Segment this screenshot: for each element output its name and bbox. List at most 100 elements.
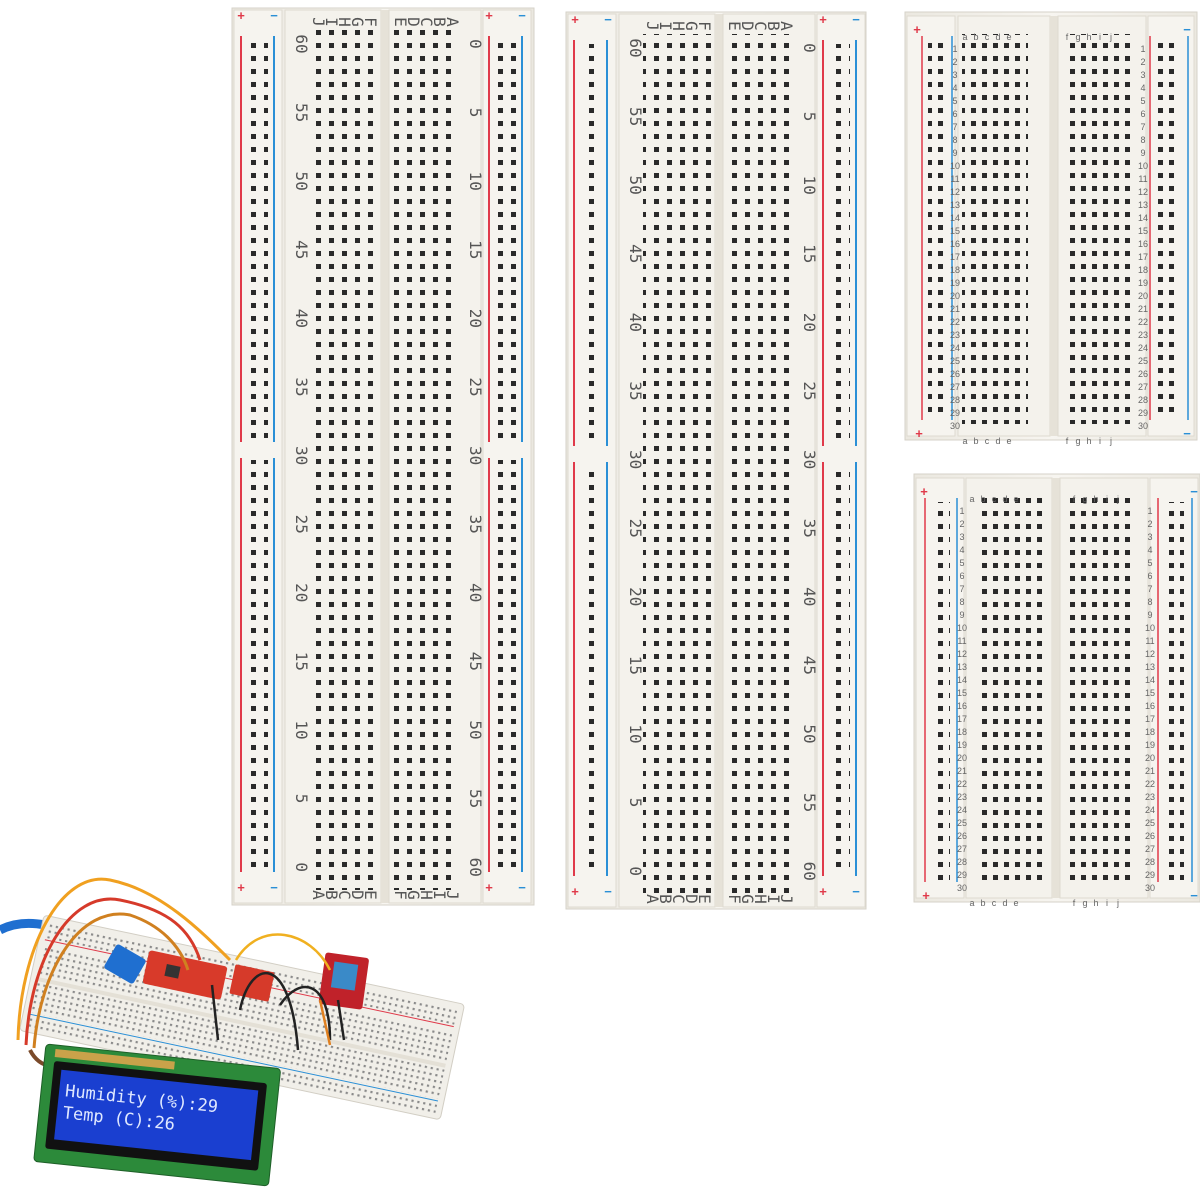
row-number: 16 bbox=[950, 239, 960, 249]
column-letter: g bbox=[1075, 32, 1080, 42]
rail-sign-top: − bbox=[852, 12, 860, 27]
row-number: 12 bbox=[950, 187, 960, 197]
rail-sign: − bbox=[1190, 888, 1198, 903]
row-number: 5 bbox=[959, 558, 964, 568]
row-number: 0 bbox=[466, 39, 485, 49]
column-letter: c bbox=[985, 32, 990, 42]
row-number: 18 bbox=[957, 727, 967, 737]
row-number: 10 bbox=[1145, 623, 1155, 633]
row-number: 4 bbox=[1140, 83, 1145, 93]
right-power-rail bbox=[816, 13, 866, 908]
row-number: 20 bbox=[1145, 753, 1155, 763]
row-number: 6 bbox=[1140, 109, 1145, 119]
row-number: 28 bbox=[1145, 857, 1155, 867]
row-number: 15 bbox=[950, 226, 960, 236]
column-letter: J bbox=[777, 894, 796, 904]
row-number: 6 bbox=[952, 109, 957, 119]
column-letter: F bbox=[725, 894, 744, 904]
row-number: 11 bbox=[1138, 174, 1147, 184]
column-letter: I bbox=[764, 894, 783, 904]
rail-sign: − bbox=[1183, 426, 1191, 441]
row-number: 3 bbox=[952, 70, 957, 80]
row-number: 16 bbox=[957, 701, 967, 711]
rail-sign-bottom: + bbox=[819, 884, 827, 899]
rail-sign-bottom: − bbox=[518, 880, 526, 895]
lcd-screen bbox=[54, 1069, 259, 1161]
column-letter: A bbox=[309, 890, 328, 900]
row-number: 35 bbox=[626, 381, 645, 400]
row-number: 26 bbox=[950, 369, 960, 379]
rail-sign-bottom: − bbox=[270, 880, 278, 895]
row-number: 30 bbox=[800, 450, 819, 469]
column-letter: C bbox=[669, 894, 688, 904]
row-number: 10 bbox=[800, 176, 819, 195]
row-number: 5 bbox=[1147, 558, 1152, 568]
row-number: 16 bbox=[1138, 239, 1148, 249]
row-number: 5 bbox=[292, 794, 311, 804]
row-number: 50 bbox=[466, 720, 485, 739]
terminal-strip-right bbox=[722, 13, 816, 908]
column-letter: h bbox=[1093, 494, 1098, 504]
row-number: 23 bbox=[1138, 330, 1148, 340]
column-letter: c bbox=[985, 436, 990, 446]
lcd-module: Humidity (%):29 Temp (C):26 bbox=[33, 1043, 281, 1187]
row-number: 40 bbox=[626, 313, 645, 332]
row-number: 60 bbox=[626, 38, 645, 57]
row-number: 55 bbox=[292, 103, 311, 122]
column-letter: B bbox=[322, 890, 341, 900]
rail-sign-bottom: + bbox=[485, 880, 493, 895]
column-letter: B bbox=[430, 17, 449, 27]
row-number: 22 bbox=[1138, 317, 1148, 327]
row-number: 0 bbox=[800, 43, 819, 53]
row-number: 9 bbox=[952, 148, 957, 158]
row-number: 25 bbox=[626, 519, 645, 538]
row-number: 0 bbox=[626, 866, 645, 876]
column-letter: D bbox=[348, 890, 367, 900]
row-number: 26 bbox=[1145, 831, 1155, 841]
column-letter: B bbox=[656, 894, 675, 904]
column-letter: a bbox=[962, 436, 967, 446]
center-channel bbox=[381, 10, 389, 903]
row-number: 55 bbox=[466, 789, 485, 808]
row-number: 5 bbox=[952, 96, 957, 106]
row-number: 15 bbox=[626, 656, 645, 675]
rail-sign: + bbox=[920, 484, 928, 499]
column-letter: b bbox=[980, 494, 985, 504]
row-number: 29 bbox=[950, 408, 960, 418]
column-letter: G bbox=[348, 17, 367, 27]
row-number: 11 bbox=[957, 636, 966, 646]
row-number: 5 bbox=[1140, 96, 1145, 106]
column-letter: J bbox=[443, 890, 462, 900]
row-number: 7 bbox=[1140, 122, 1145, 132]
row-number: 28 bbox=[950, 395, 960, 405]
row-number: 7 bbox=[952, 122, 957, 132]
row-number: 16 bbox=[1145, 701, 1155, 711]
row-number: 45 bbox=[800, 656, 819, 675]
column-letter: F bbox=[361, 17, 380, 27]
column-letter: C bbox=[417, 17, 436, 27]
microcontroller-board bbox=[142, 950, 228, 1000]
rail-sign: + bbox=[915, 426, 923, 441]
row-number: 4 bbox=[952, 83, 957, 93]
center-channel bbox=[715, 14, 723, 907]
row-number: 30 bbox=[626, 450, 645, 469]
row-number: 9 bbox=[1140, 148, 1145, 158]
row-number: 29 bbox=[1138, 408, 1148, 418]
row-number: 20 bbox=[1138, 291, 1148, 301]
row-number: 35 bbox=[800, 519, 819, 538]
row-number: 6 bbox=[959, 571, 964, 581]
column-letter: g bbox=[1082, 494, 1087, 504]
row-number: 15 bbox=[292, 652, 311, 671]
row-number: 5 bbox=[626, 798, 645, 808]
row-number: 15 bbox=[800, 244, 819, 263]
row-number: 15 bbox=[1145, 688, 1155, 698]
column-letter: d bbox=[995, 32, 1000, 42]
row-number: 25 bbox=[1138, 356, 1148, 366]
row-number: 26 bbox=[957, 831, 967, 841]
row-number: 21 bbox=[950, 304, 960, 314]
row-number: 14 bbox=[957, 675, 967, 685]
row-number: 15 bbox=[957, 688, 967, 698]
column-letter: F bbox=[391, 890, 410, 900]
row-number: 27 bbox=[950, 382, 960, 392]
column-letter: b bbox=[973, 436, 978, 446]
